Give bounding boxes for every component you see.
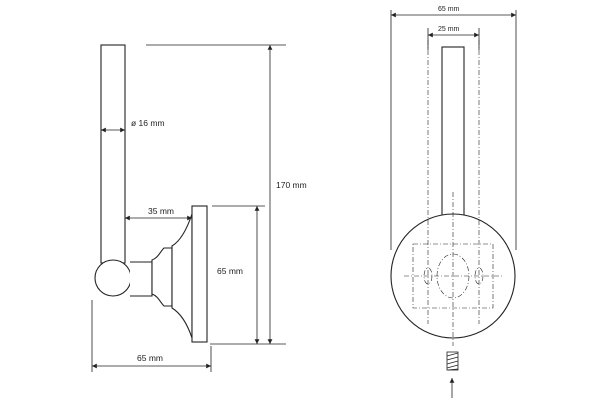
wall-plate (191, 205, 208, 343)
side-view: ø 16 mm 35 mm 170 mm 65 mm 65 mm (91, 44, 307, 372)
screw-icon (446, 351, 459, 371)
horizontal-arm (130, 261, 153, 297)
hidden-screw-hole-right (474, 267, 484, 285)
vertical-rod (100, 44, 126, 264)
label-depth-total: 65 mm (137, 353, 163, 363)
hidden-screw-hole-left (423, 267, 433, 285)
label-plate-height: 65 mm (217, 266, 243, 276)
label-plate-width: 65 mm (438, 6, 460, 13)
hidden-center-hole (436, 253, 470, 299)
front-view: 65 mm 25 mm (390, 6, 517, 398)
label-mount-spacing: 25 mm (438, 26, 460, 33)
label-height-total: 170 mm (276, 180, 307, 190)
ball-end (94, 259, 132, 297)
wall-rosette (171, 213, 193, 339)
label-diameter: ø 16 mm (131, 118, 165, 128)
arm-flange (151, 247, 173, 307)
label-arm-depth: 35 mm (148, 206, 174, 216)
